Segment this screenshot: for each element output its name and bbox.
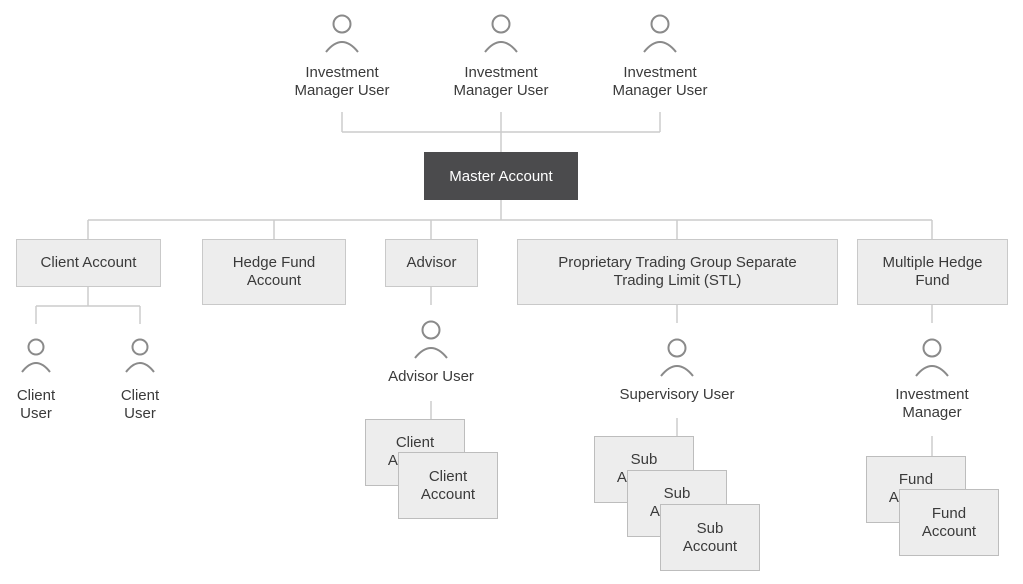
user-icon [643,14,677,53]
prop-trading-label: Proprietary Trading Group Separate Tradi… [558,254,797,289]
advisor-box: Advisor [385,239,478,287]
client-account-card: Client Account [398,452,498,519]
user-icon [484,14,518,53]
user-icon [21,338,51,373]
client-user-label: Client User [16,387,56,422]
hedge-fund-account-label: Hedge Fund Account [232,254,316,289]
sub-account-card: Sub Account [660,504,760,571]
top-user-label: Investment Manager User [453,64,549,99]
advisor-label: Advisor [406,254,457,271]
prop-trading-box: Proprietary Trading Group Separate Tradi… [517,239,838,305]
top-user-label: Investment Manager User [612,64,708,99]
fund-account-card-label: Fund Account [921,504,977,540]
user-icon [125,338,155,373]
sub-account-card-label: Sub Account [682,519,738,555]
supervisory-user-label: Supervisory User [619,386,735,403]
user-icon [414,320,448,359]
client-account-box: Client Account [16,239,161,287]
investment-manager-label: Investment Manager [895,386,969,421]
multiple-hedge-fund-label: Multiple Hedge Fund [882,254,983,289]
user-icon [325,14,359,53]
master-account-box: Master Account [424,152,578,200]
advisor-user-label: Advisor User [388,368,474,385]
user-icon [915,338,949,377]
user-icon [660,338,694,377]
hedge-fund-account-box: Hedge Fund Account [202,239,346,305]
client-user-label: Client User [120,387,160,422]
client-account-card-label: Client Account [420,467,476,503]
multiple-hedge-fund-box: Multiple Hedge Fund [857,239,1008,305]
client-account-label: Client Account [40,254,137,271]
top-user-label: Investment Manager User [294,64,390,99]
fund-account-card: Fund Account [899,489,999,556]
